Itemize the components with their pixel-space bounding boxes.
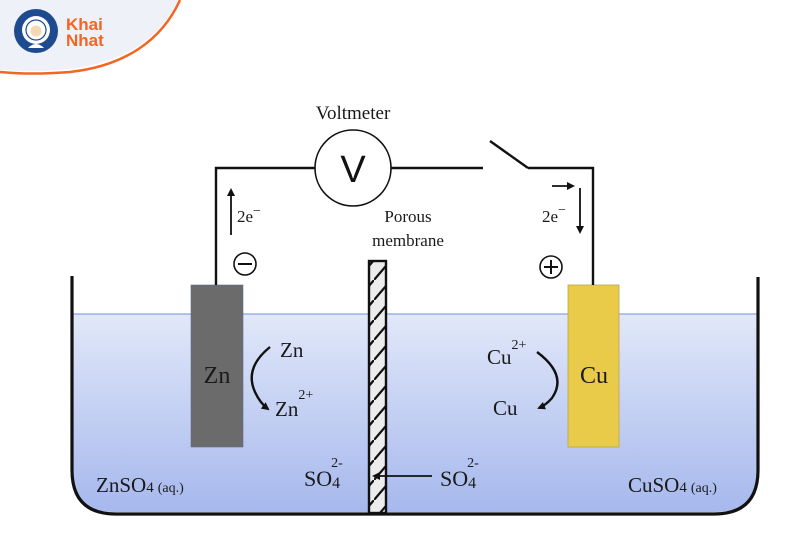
cuso4-state: (aq.) — [691, 481, 717, 496]
logo-text-line2: Nhat — [66, 31, 104, 50]
cathode-electron-charge: − — [558, 203, 566, 218]
zinc-sulfate-solution-label: ZnSO4 (aq.) — [96, 473, 184, 497]
cathode-reactant-text: Cu — [487, 345, 512, 369]
anode-product-charge: 2+ — [298, 388, 313, 403]
cathode-reactant-charge: 2+ — [512, 338, 527, 353]
sulfate-right-charge: 2- — [467, 456, 479, 471]
anode-reaction-arrow-icon — [250, 346, 271, 411]
cathode-product: Cu — [493, 396, 518, 420]
sulfate-right-text: SO — [440, 466, 468, 491]
sulfate-left-sub: 4 — [332, 475, 340, 492]
membrane-label-line2: membrane — [372, 231, 444, 250]
plus-circle-icon — [539, 255, 563, 279]
beaker — [70, 276, 760, 516]
anode-electron-text: 2e — [237, 207, 253, 226]
cuso4-text: CuSO — [628, 473, 679, 497]
sulfate-left-text: SO — [304, 466, 332, 491]
zinc-electrode-label: Zn — [204, 363, 231, 389]
membrane-label-line1: Porous — [384, 207, 431, 226]
porous-membrane — [367, 259, 388, 515]
voltmeter-symbol: V — [340, 149, 366, 191]
minus-circle-icon — [233, 252, 257, 276]
wire-left — [214, 166, 315, 285]
switch-lever — [489, 140, 529, 169]
wire-right — [528, 166, 595, 285]
cathode-electron-text: 2e — [542, 207, 558, 226]
znso4-text: ZnSO — [96, 473, 146, 497]
sulfate-right-sub: 4 — [468, 475, 476, 492]
cathode-reaction-arrow-icon — [536, 351, 559, 410]
znso4-sub: 4 — [146, 480, 154, 496]
voltmeter-label: Voltmeter — [316, 103, 391, 124]
anode-reactant: Zn — [280, 338, 304, 362]
logo-text-line1: Khai — [66, 15, 103, 34]
cuso4-sub: 4 — [679, 480, 687, 496]
cathode-electron-label: 2e− — [542, 203, 566, 226]
logo-person-icon — [30, 25, 42, 37]
sulfate-left-charge: 2- — [331, 456, 343, 471]
logo: Khai Nhat — [0, 0, 182, 75]
anode-product: Zn2+ — [275, 388, 313, 421]
logo-collar-icon — [28, 44, 44, 48]
logo-swoosh-accent — [0, 0, 182, 75]
copper-sulfate-solution-label: CuSO4 (aq.) — [628, 473, 717, 497]
cathode-reactant: Cu2+ — [487, 338, 527, 369]
anode-product-text: Zn — [275, 397, 299, 421]
sulfate-ion-left: SO4 2- — [304, 456, 343, 492]
copper-electrode — [567, 284, 620, 448]
logo-hat-icon — [25, 19, 47, 41]
anode-electron-charge: − — [253, 204, 261, 219]
zinc-electrode — [190, 284, 244, 448]
znso4-state: (aq.) — [158, 481, 184, 496]
copper-electrode-label: Cu — [580, 363, 608, 389]
voltmeter — [314, 129, 392, 207]
sulfate-ion-right: SO4 2- — [440, 456, 479, 492]
anode-electron-label: 2e− — [237, 204, 261, 226]
